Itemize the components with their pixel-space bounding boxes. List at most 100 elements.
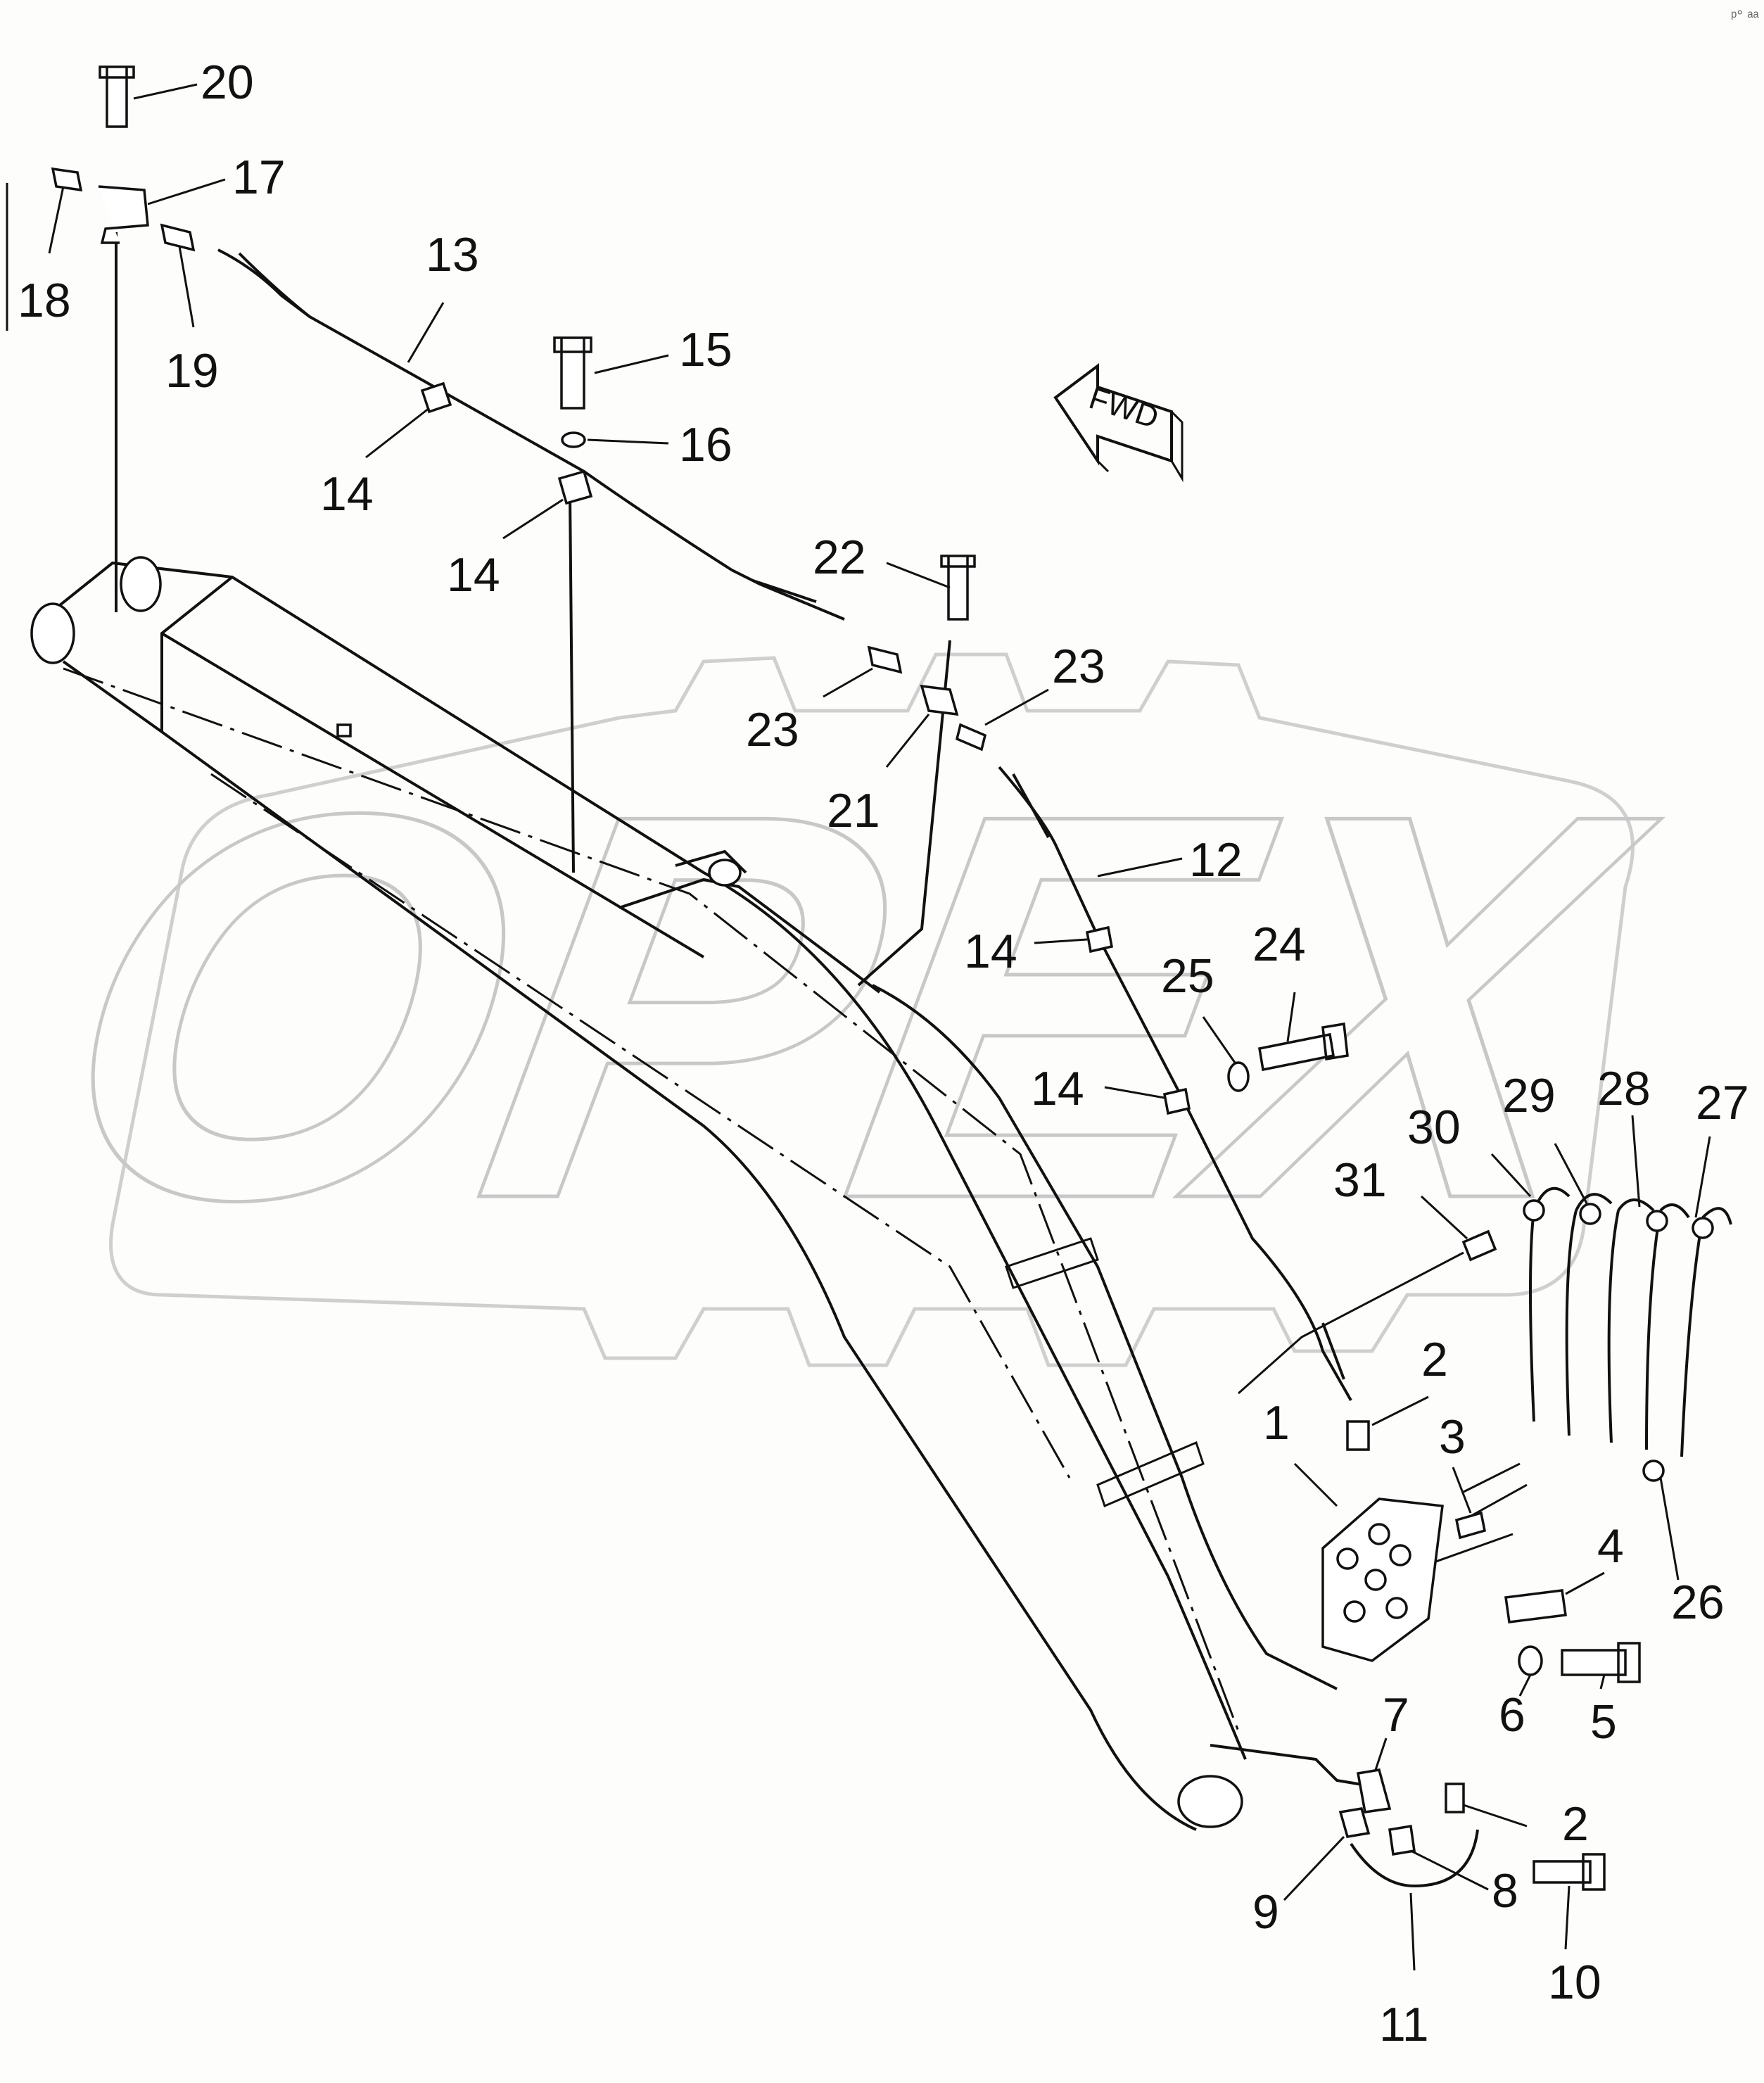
- fitting-2-b: [1445, 1783, 1465, 1813]
- pipe-bundle: [1529, 1210, 1704, 1457]
- leader-4: [1565, 1571, 1605, 1595]
- boom-top-pin: [1177, 1775, 1243, 1828]
- boom-plate-2: [1096, 1441, 1205, 1508]
- callout-7: 7: [1383, 1688, 1409, 1742]
- hose-11: [1350, 1829, 1479, 1888]
- valve-port-2: [1364, 1569, 1387, 1591]
- callout-14-d: 14: [1031, 1062, 1084, 1115]
- callout-6: 6: [1499, 1688, 1525, 1742]
- callout-14-c: 14: [964, 925, 1017, 978]
- callout-21: 21: [827, 784, 880, 837]
- washer-16: [561, 431, 586, 448]
- valve-port-4: [1343, 1600, 1366, 1623]
- boom-side-edge: [160, 576, 705, 958]
- leader-23b: [984, 688, 1049, 726]
- leader-29: [1554, 1143, 1588, 1204]
- leader-21: [885, 714, 930, 768]
- bolt-5: [1561, 1642, 1641, 1683]
- leader-14d: [1104, 1086, 1165, 1099]
- leader-30: [1490, 1153, 1532, 1198]
- hose-boom-run: [872, 984, 1338, 1690]
- fwd-label: FWD: [1085, 381, 1162, 436]
- callout-18: 18: [18, 274, 71, 327]
- watermark: OPEX: [20, 652, 1685, 1367]
- leader-22: [886, 562, 951, 589]
- leader-2a: [1371, 1395, 1429, 1426]
- leader-15: [594, 354, 669, 374]
- leader-26: [1659, 1477, 1680, 1581]
- callout-24: 24: [1252, 918, 1306, 971]
- leader-19: [178, 246, 195, 328]
- fitting-2-a: [1346, 1420, 1370, 1451]
- leader-1: [1293, 1462, 1338, 1507]
- hose-13-sleeve: [238, 252, 311, 318]
- forward-direction-arrow: FWD: [1053, 363, 1184, 483]
- callout-17: 17: [232, 151, 286, 204]
- fitting-23-a: [867, 645, 903, 674]
- valve-port-1: [1336, 1547, 1359, 1570]
- nut-27: [1692, 1217, 1714, 1239]
- leader-20: [133, 83, 198, 100]
- bolt-10: [1533, 1853, 1606, 1891]
- callout-14-b: 14: [447, 548, 500, 602]
- callout-15: 15: [679, 323, 732, 376]
- cylinder-bracket-pin: [708, 859, 742, 887]
- boom-foot-pin: [30, 602, 75, 664]
- callout-28: 28: [1597, 1062, 1651, 1115]
- callout-25: 25: [1161, 949, 1214, 1003]
- fwd-arrow-shape: [1053, 363, 1173, 466]
- boom-small-block: [336, 723, 352, 737]
- callout-12: 12: [1189, 833, 1243, 887]
- callout-3: 3: [1439, 1410, 1466, 1464]
- pipe-bundle-tops: [1533, 1186, 1732, 1225]
- boom-centerline: [210, 773, 1071, 1479]
- callout-2-lower: 2: [1562, 1797, 1589, 1851]
- leader-31: [1420, 1195, 1468, 1240]
- boom-outline-bottom: [62, 660, 1197, 1831]
- callout-31: 31: [1333, 1153, 1387, 1207]
- leader-14b: [502, 498, 564, 540]
- fitting-19: [160, 223, 196, 252]
- fitting-31: [1461, 1229, 1497, 1262]
- corner-mark: ᵖ° ᵃᵃ: [1731, 7, 1759, 25]
- callout-27: 27: [1696, 1076, 1749, 1129]
- leader-6: [1518, 1674, 1532, 1697]
- fitting-8: [1388, 1824, 1416, 1856]
- hose-leader-bracket: [857, 640, 951, 987]
- bolt-24: [1257, 1022, 1349, 1072]
- watermark-gear-outline: [109, 652, 1635, 1367]
- leader-24: [1286, 992, 1296, 1042]
- washer-6: [1518, 1645, 1543, 1676]
- callout-9: 9: [1252, 1885, 1279, 1939]
- hose-13-sleeve-end: [752, 579, 817, 603]
- callout-20: 20: [201, 56, 254, 109]
- plug-4: [1504, 1589, 1567, 1623]
- valve-port-3: [1389, 1544, 1411, 1566]
- watermark-text: OPEX: [22, 699, 1684, 1312]
- leader-17: [147, 178, 226, 205]
- boom-bracket-lower: [1210, 1744, 1380, 1789]
- nut-28: [1646, 1210, 1668, 1232]
- nut-30: [1523, 1199, 1545, 1222]
- clamp-21: [920, 684, 959, 716]
- boom-outline-top: [41, 561, 1247, 1760]
- leader-27: [1694, 1136, 1711, 1218]
- callouts: 1 2 2 3 4 5 6 7 8 9 10 11 12 13 14 14 14…: [18, 56, 1749, 2051]
- valve-port-5: [1385, 1597, 1408, 1619]
- clip-14-b: [557, 469, 593, 505]
- leader-18: [48, 186, 65, 254]
- boom-plate-1: [1005, 1237, 1099, 1289]
- valve-connection-lines: [1238, 1251, 1528, 1571]
- leader-7: [1374, 1737, 1388, 1771]
- leader-10: [1564, 1885, 1571, 1950]
- hose-12-sleeve-top: [1012, 773, 1050, 838]
- nut-29: [1579, 1203, 1601, 1225]
- leader-14a: [365, 407, 430, 459]
- callout-5: 5: [1590, 1695, 1617, 1749]
- leader-14c: [1034, 938, 1088, 944]
- bolt-15: [553, 336, 592, 410]
- callout-19: 19: [165, 344, 219, 398]
- nut-26: [1642, 1460, 1665, 1482]
- fitting-23-b: [955, 723, 987, 752]
